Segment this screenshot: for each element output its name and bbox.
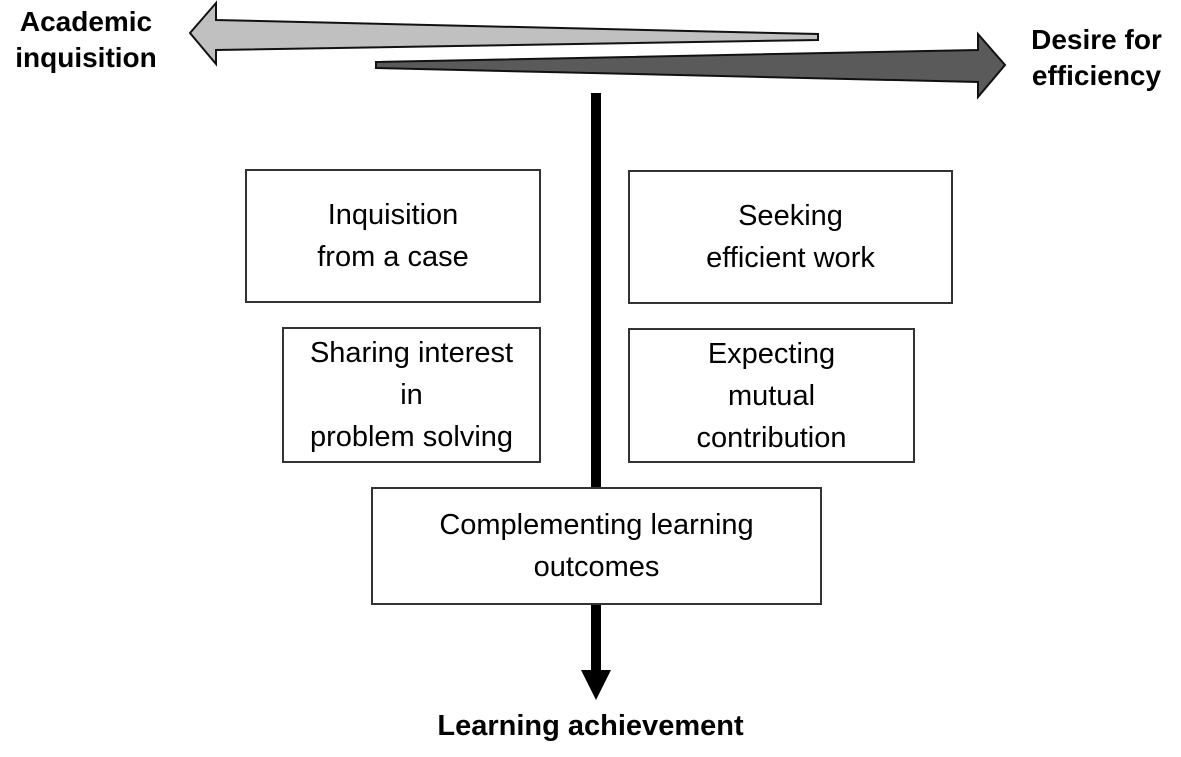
learning-axis-arrowhead: [581, 670, 611, 700]
learning-achievement-label: Learning achievement: [437, 710, 744, 742]
academic-inquisition-arrow: [188, 0, 819, 67]
complementing-learning-outcomes-box: Complementing learning outcomes: [371, 487, 822, 605]
inquisition-from-case-text: Inquisition from a case: [317, 199, 469, 273]
academic-inquisition-label: Academic inquisition: [15, 6, 157, 73]
seeking-efficient-work-text: Seeking efficient work: [706, 200, 875, 274]
seeking-efficient-work-box: Seeking efficient work: [628, 170, 953, 304]
sharing-interest-text: Sharing interest in problem solving: [309, 337, 514, 453]
desire-for-efficiency-label: Desire for efficiency: [1031, 24, 1162, 91]
inquisition-from-case-box: Inquisition from a case: [245, 169, 541, 303]
expecting-mutual-contribution-text: Expecting mutual contribution: [696, 337, 847, 454]
sharing-interest-box: Sharing interest in problem solving: [282, 327, 541, 463]
desire-for-efficiency-arrow: [375, 31, 1007, 100]
expecting-mutual-contribution-box: Expecting mutual contribution: [628, 328, 915, 463]
complementing-learning-outcomes-text: Complementing learning outcomes: [439, 509, 754, 583]
learning-axis-line: [591, 93, 601, 673]
